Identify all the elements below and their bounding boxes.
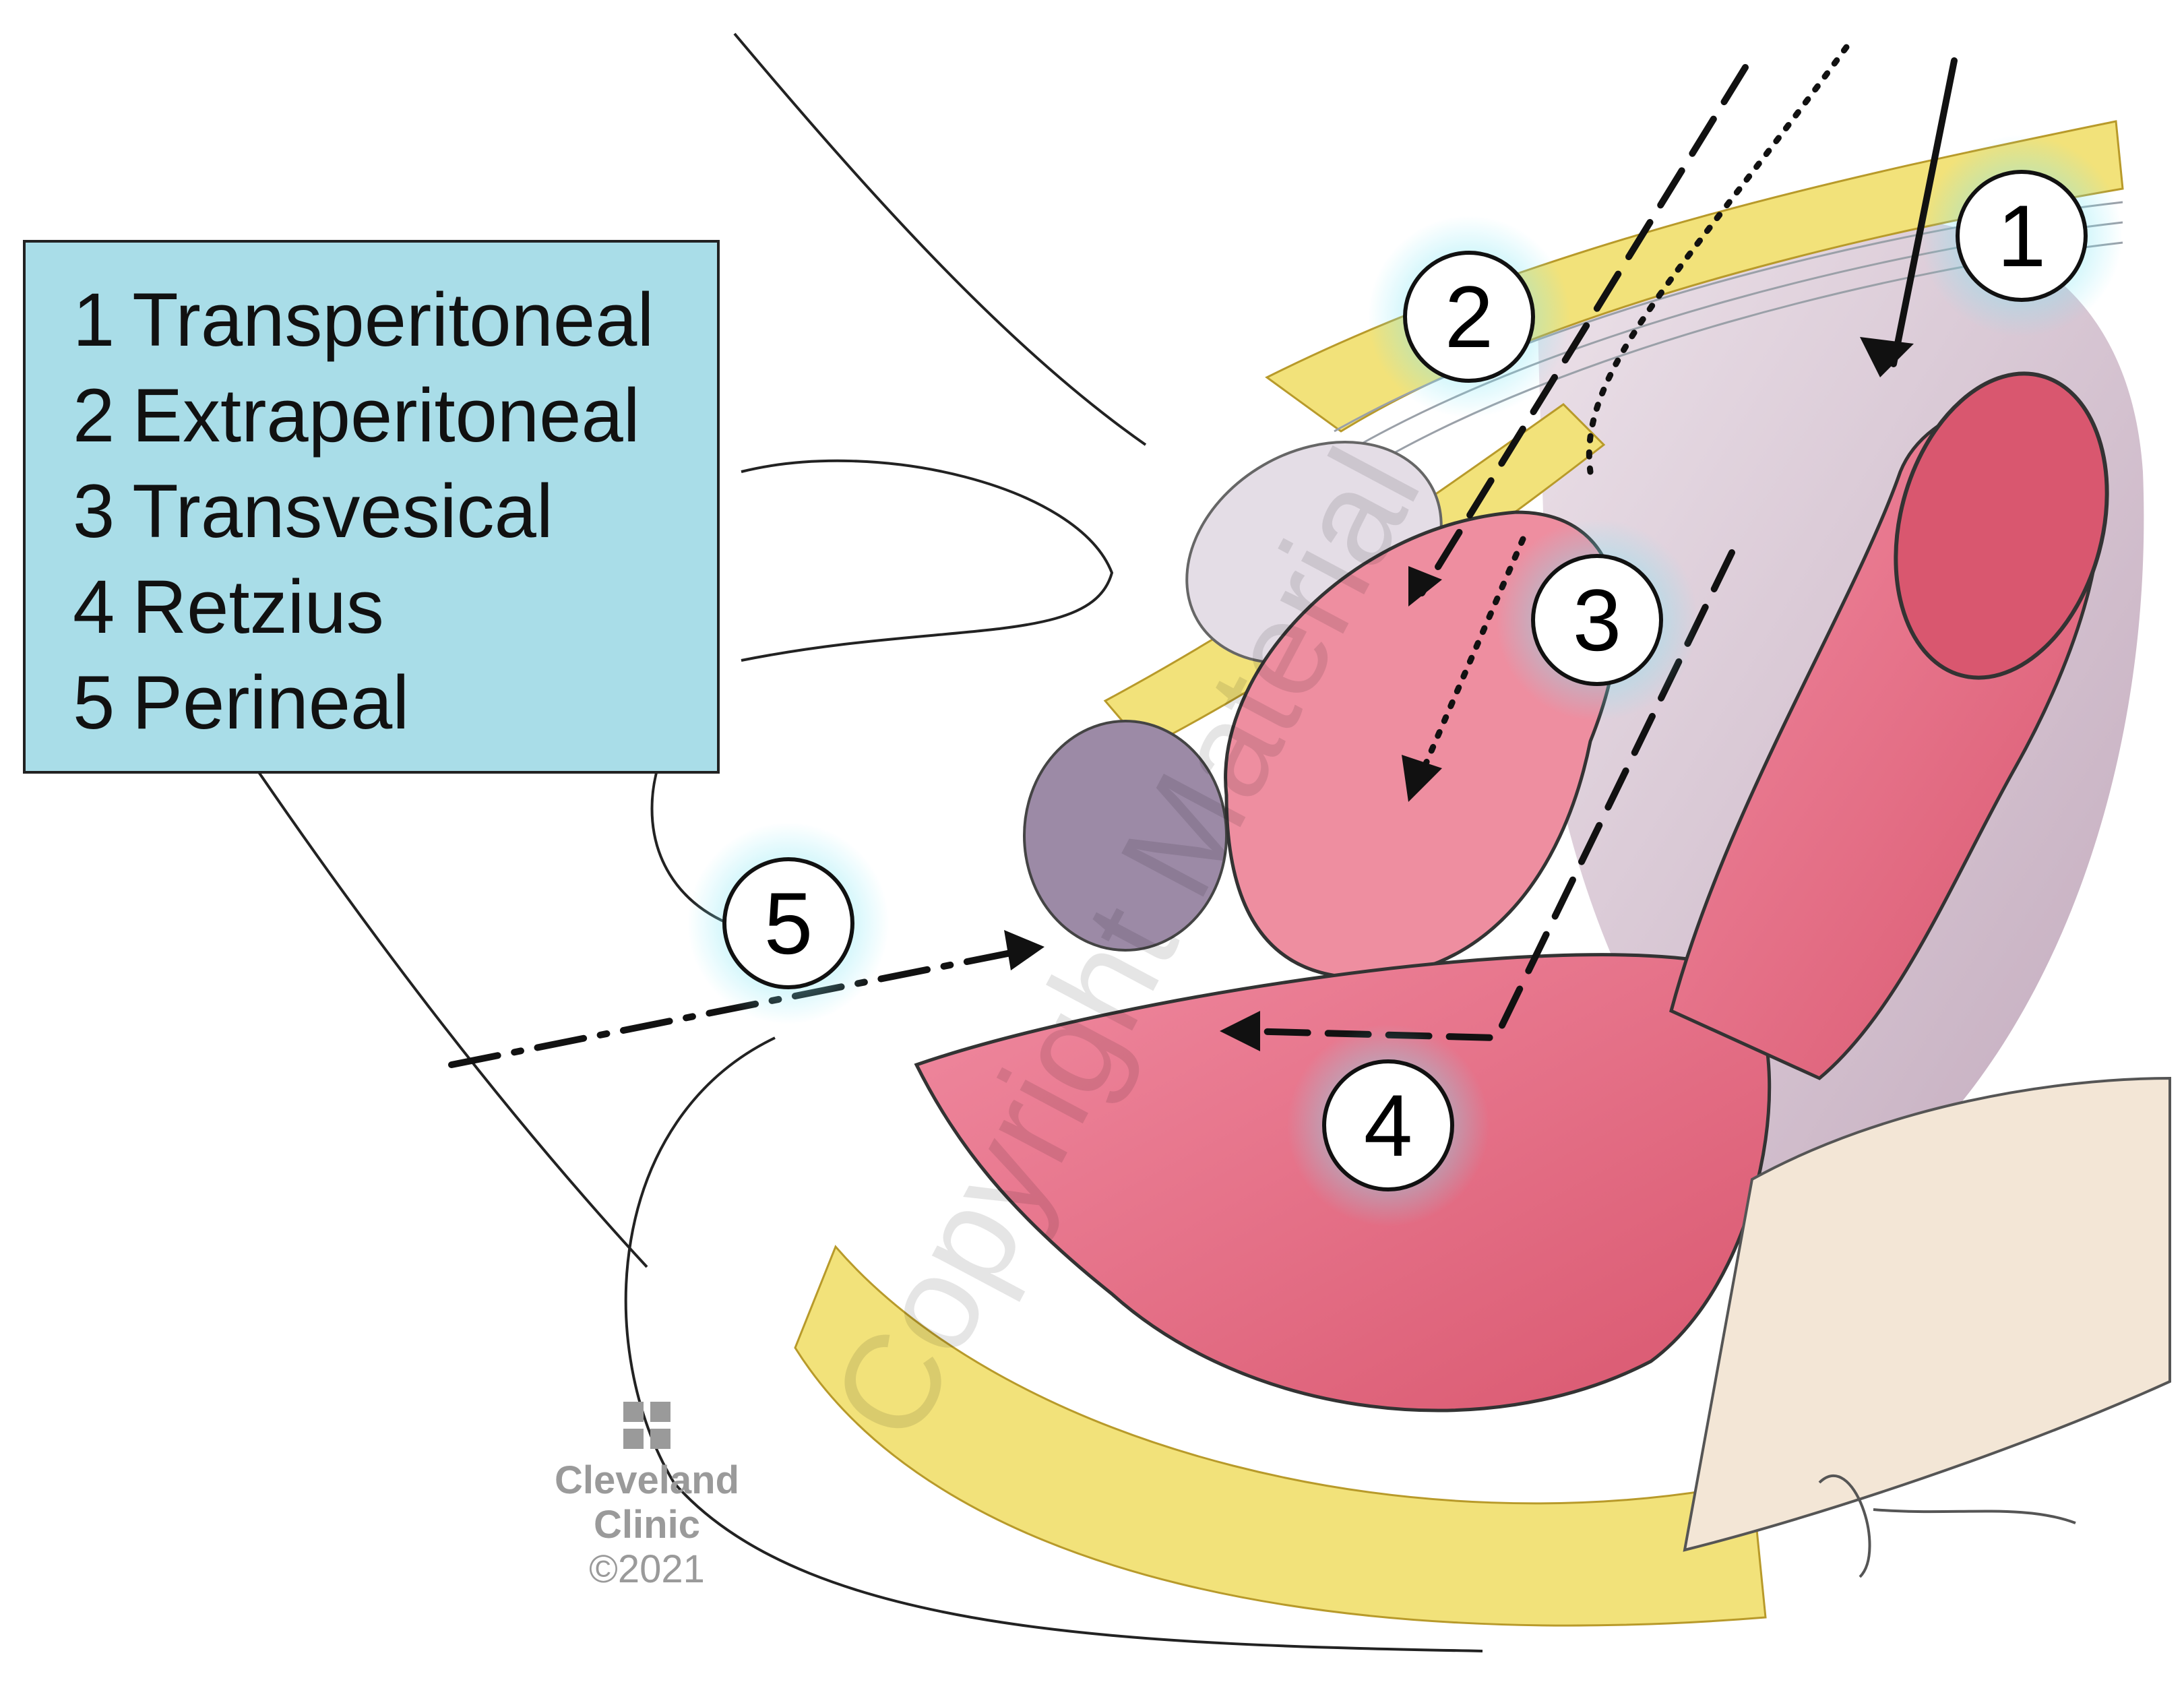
colon-lumen xyxy=(1894,371,2109,680)
marker-5: 5 xyxy=(764,874,813,972)
marker-2: 2 xyxy=(1445,268,1493,366)
logo-line-1: Cleveland xyxy=(555,1458,739,1502)
logo-line-2: Clinic xyxy=(594,1503,700,1547)
path-4-retzius xyxy=(1243,549,1735,1042)
cleveland-clinic-logo-icon xyxy=(623,1402,670,1449)
arrowheads xyxy=(1004,337,1914,1051)
marker-4: 4 xyxy=(1364,1076,1412,1175)
artist-signature xyxy=(1818,1475,2076,1578)
marker-1: 1 xyxy=(1997,187,2046,285)
copyright-year: ©2021 xyxy=(589,1547,705,1591)
markers: 1 2 3 4 5 xyxy=(687,135,2123,1227)
path-3-transvesical xyxy=(1412,536,1526,792)
marker-3: 3 xyxy=(1573,571,1621,669)
prostate xyxy=(1023,720,1228,952)
cleveland-clinic-logo: Cleveland Clinic ©2021 xyxy=(512,1402,782,1592)
sacrum xyxy=(1683,1076,2171,1552)
path-2-extraperitoneal xyxy=(1418,64,1749,596)
